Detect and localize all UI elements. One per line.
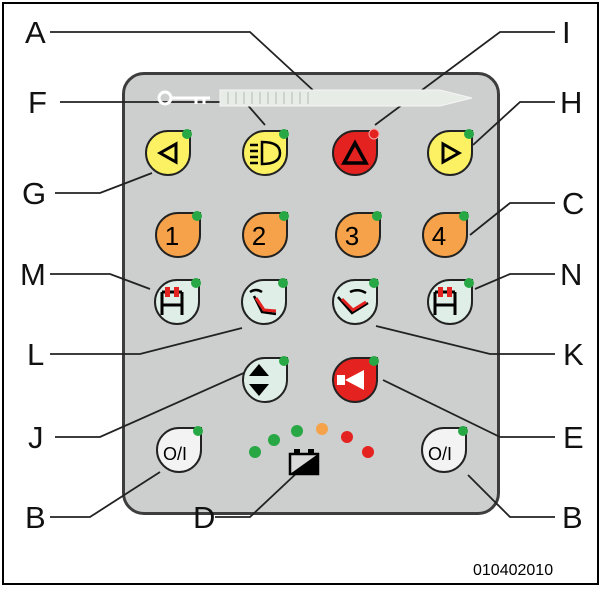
callout-j: J — [28, 420, 44, 455]
leader-e — [382, 379, 555, 438]
leader-d — [215, 469, 301, 518]
memory-button-1[interactable]: 1 — [155, 211, 202, 258]
up-down-arrow-icon — [249, 364, 269, 396]
status-led — [191, 278, 201, 288]
status-led — [372, 211, 382, 221]
leader-h — [472, 101, 555, 146]
left-turn-signal-button[interactable] — [145, 129, 192, 176]
hazard-warning-icon — [341, 139, 369, 165]
callout-h: H — [560, 85, 583, 120]
memory-button-4[interactable]: 4 — [422, 211, 469, 258]
battery-led-2 — [268, 434, 280, 446]
status-led — [368, 128, 380, 140]
status-led — [192, 211, 202, 221]
battery-icon — [288, 449, 320, 476]
status-led — [193, 426, 203, 436]
right-turn-signal-icon — [441, 141, 463, 165]
callout-k: K — [563, 337, 584, 372]
memory-button-2[interactable]: 2 — [242, 211, 289, 258]
horn-icon — [337, 370, 364, 390]
right-turn-signal-button[interactable] — [427, 129, 474, 176]
key-icon — [157, 90, 210, 106]
status-led — [369, 356, 379, 366]
callout-i: I — [562, 15, 571, 50]
callout-m: M — [20, 257, 46, 292]
leader-g — [55, 172, 153, 194]
status-led — [279, 129, 289, 139]
seat-recline-button[interactable] — [241, 278, 288, 325]
memory-button-1-label: 1 — [165, 221, 179, 251]
leader-m — [50, 273, 151, 290]
seat-recline-icon — [249, 288, 277, 316]
hazard-warning-button[interactable] — [332, 128, 380, 176]
status-led — [182, 129, 192, 139]
callout-c: C — [562, 186, 585, 221]
status-led — [369, 278, 379, 288]
battery-led-3 — [291, 425, 303, 437]
memory-button-3[interactable]: 3 — [335, 211, 382, 258]
seat-icon — [433, 287, 457, 315]
status-led — [464, 278, 474, 288]
seat-right-button[interactable] — [427, 278, 474, 325]
battery-led-6 — [362, 446, 374, 458]
status-led — [458, 426, 468, 436]
leader-l — [50, 327, 243, 355]
callout-a: A — [25, 15, 46, 50]
on-off-button-left[interactable]: O/I — [156, 426, 203, 473]
callout-l: L — [27, 337, 45, 372]
leader-i — [374, 31, 555, 126]
callout-b-right: B — [562, 500, 583, 535]
horn-button[interactable] — [332, 356, 379, 403]
seat-icon — [160, 287, 184, 315]
callout-d: D — [193, 500, 216, 535]
status-led — [279, 356, 289, 366]
leader-j — [55, 371, 247, 438]
callout-g: G — [22, 176, 47, 211]
status-led — [459, 211, 469, 221]
callout-b-left: B — [25, 500, 46, 535]
memory-button-4-label: 4 — [432, 221, 446, 251]
on-off-label-left: O/I — [163, 444, 187, 464]
leader-a — [50, 31, 316, 93]
status-led — [279, 211, 289, 221]
headlight-icon — [250, 140, 282, 166]
seat-tilt-icon — [337, 289, 369, 315]
left-turn-signal-icon — [156, 141, 178, 165]
leader-k — [375, 325, 555, 355]
figure-code: 010402010 — [473, 562, 554, 579]
on-off-label-right: O/I — [428, 444, 452, 464]
status-led — [278, 278, 288, 288]
leader-b-left — [50, 471, 161, 518]
seat-tilt-button[interactable] — [332, 278, 379, 325]
ignition-scale — [219, 89, 473, 107]
callout-n: N — [560, 257, 583, 292]
callout-e: E — [563, 420, 584, 455]
on-off-button-right[interactable]: O/I — [421, 426, 468, 473]
leader-c — [469, 202, 555, 236]
battery-led-4 — [316, 423, 328, 435]
memory-button-3-label: 3 — [345, 221, 359, 251]
headlight-button[interactable] — [242, 129, 289, 176]
battery-indicator — [249, 423, 374, 476]
up-down-button[interactable] — [242, 356, 289, 403]
leader-b-right — [467, 474, 555, 518]
memory-button-2-label: 2 — [252, 221, 266, 251]
leader-n — [474, 273, 555, 290]
status-led — [464, 129, 474, 139]
battery-led-1 — [249, 446, 261, 458]
callout-f: F — [28, 85, 47, 120]
seat-left-button[interactable] — [154, 278, 201, 325]
battery-led-5 — [341, 431, 353, 443]
